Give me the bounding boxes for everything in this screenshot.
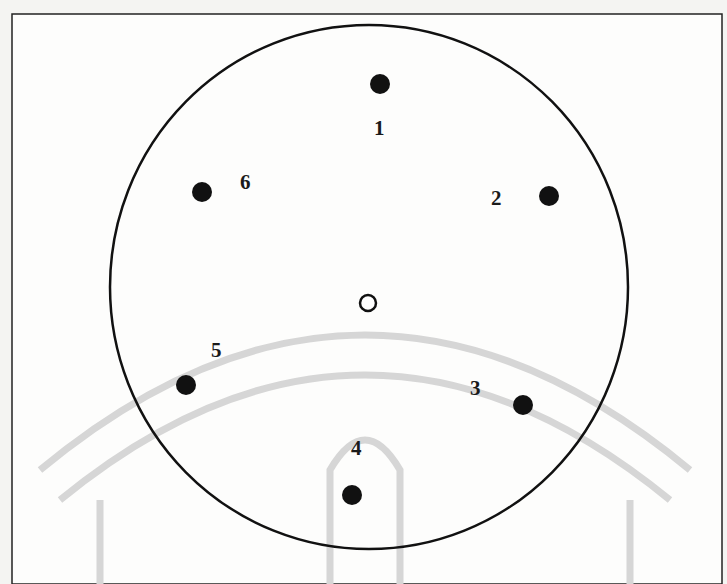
callout-number: 5 <box>211 340 222 361</box>
filled-dot <box>176 375 196 395</box>
filled-dot <box>539 186 559 206</box>
frame <box>12 14 722 584</box>
filled-dot <box>342 485 362 505</box>
watermark-emblem <box>330 440 400 584</box>
hollow-dot <box>360 295 376 311</box>
callout-number: 6 <box>240 172 251 193</box>
watermark-emblem <box>100 500 630 584</box>
watermark <box>40 335 690 584</box>
filled-dot <box>513 395 533 415</box>
filled-dot <box>192 182 212 202</box>
plate-circle <box>110 25 628 549</box>
callout-number: 2 <box>491 188 502 209</box>
filled-dot <box>370 74 390 94</box>
callout-number: 1 <box>374 118 385 139</box>
callout-number: 3 <box>470 378 481 399</box>
callout-number: 4 <box>351 438 362 459</box>
